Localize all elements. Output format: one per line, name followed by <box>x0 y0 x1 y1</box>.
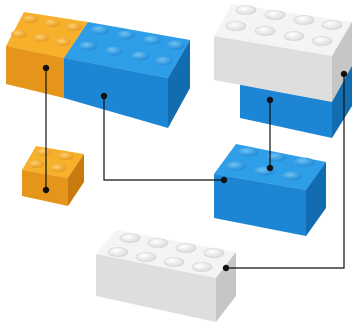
orange-brick-2x2 <box>22 146 84 206</box>
white-brick-studs <box>225 5 343 46</box>
blue-brick-studs <box>79 25 185 66</box>
connector-dot <box>266 96 274 104</box>
connector-dot <box>222 264 230 272</box>
connector-dot <box>100 92 108 100</box>
blue-medium-brick-studs <box>226 147 314 181</box>
orange-brick-studs <box>11 15 82 46</box>
connector-white <box>222 70 348 272</box>
blue-brick-2x4 <box>64 22 190 128</box>
connector-dot <box>220 176 228 184</box>
connector-orange <box>42 64 50 194</box>
orange-brick-2x4 <box>6 12 88 98</box>
white-small-brick-studs <box>107 233 225 272</box>
connector-dot <box>340 70 348 78</box>
orange-small-brick-studs <box>28 148 74 172</box>
connector-dot <box>42 186 50 194</box>
white-brick-2x4-stacked <box>214 4 352 102</box>
connector-dot <box>266 164 274 172</box>
connector-dot <box>42 64 50 72</box>
blue-brick-2x3 <box>214 144 326 236</box>
white-brick-2x4 <box>96 230 236 322</box>
connector-blue-left <box>100 92 228 184</box>
connector-blue-right <box>266 96 274 172</box>
